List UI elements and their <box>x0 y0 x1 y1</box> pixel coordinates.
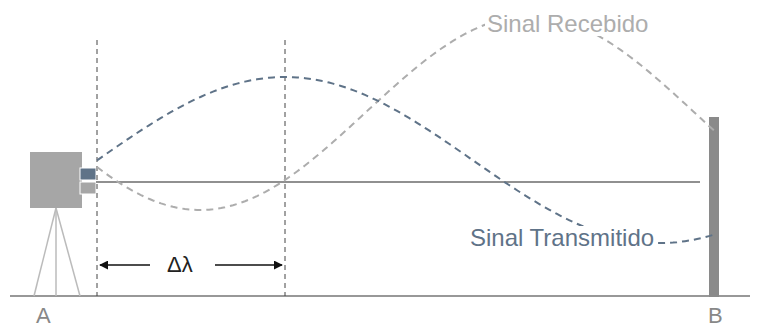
receiver-lens <box>80 182 96 194</box>
measurement-line <box>96 181 700 182</box>
signal-label: Sinal Recebido <box>485 12 650 36</box>
ground-line <box>10 295 750 296</box>
phase-marker <box>285 40 286 296</box>
received-wave <box>97 16 717 210</box>
instrument-body <box>30 152 82 208</box>
point-label: A <box>34 305 53 327</box>
signal-label: Sinal Transmitido <box>468 226 656 250</box>
point-label: B <box>706 305 725 327</box>
dimension-label: Δλ <box>165 254 195 276</box>
transmitted-wave <box>97 77 717 243</box>
reflector-pole <box>709 117 719 297</box>
dimension-arrow <box>100 264 150 266</box>
tripod <box>34 208 80 296</box>
dimension-arrow <box>215 264 282 266</box>
emitter-lens <box>80 168 96 180</box>
